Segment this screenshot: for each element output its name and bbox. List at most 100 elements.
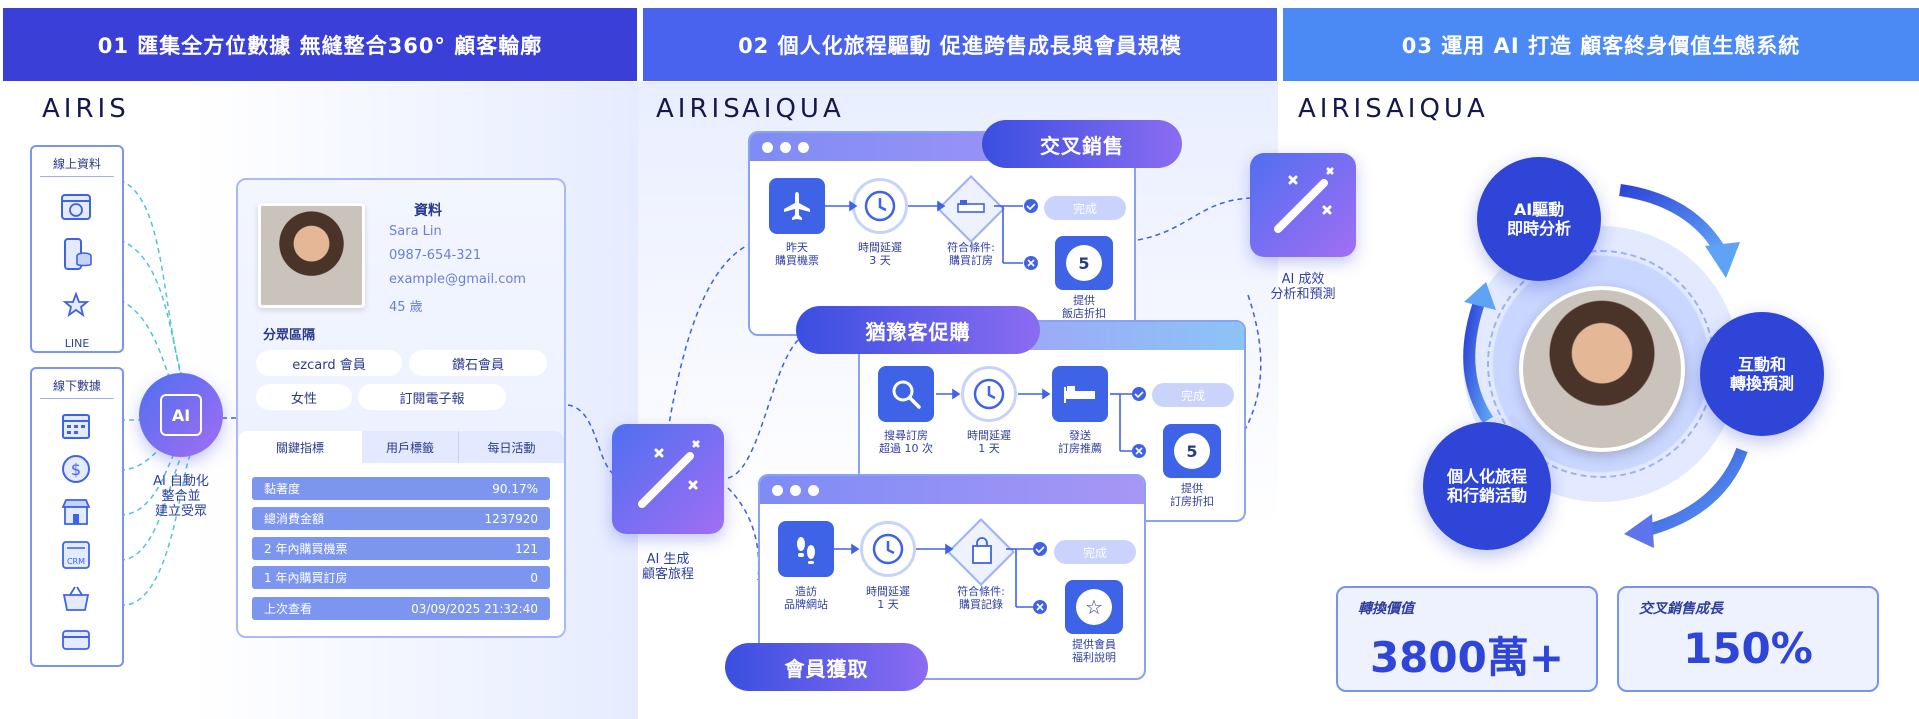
flow3-step1-label: 造訪 品牌網站 [784,585,828,611]
metric-key: 上次查看 [264,602,313,616]
line-sparkle-icon [55,286,97,322]
flow1-done-button[interactable]: 完成 [1044,196,1126,220]
flow3-done-button[interactable]: 完成 [1054,540,1136,564]
metric-row: 黏著度 90.17% [252,477,550,500]
flow1-step2-label: 時間延遲 3 天 [858,241,902,267]
chip-diamond: 鑽石會員 [409,350,547,376]
metric-row: 上次查看 03/09/2025 21:32:40 [252,597,550,620]
clock-icon [860,521,916,577]
airis-logo-2: AIRIS [656,94,744,124]
metric-value: 0 [530,570,538,585]
ai-chip-icon: AI [160,394,202,436]
chip-newsletter: 訂閱電子報 [358,384,506,410]
flow-window-member [758,474,1146,680]
journey-ai-caption: AI 生成 顧客旅程 [641,552,694,582]
predict-ai-caption: AI 成效 分析和預測 [1270,272,1336,302]
store-icon [55,494,97,530]
stat-title: 轉換價值 [1358,601,1414,617]
cycle-node-personalized: 個人化旅程 和行銷活動 [1423,422,1551,550]
flow2-discount-badge: 5 [1163,424,1221,478]
profile-title: 資料 [414,203,442,219]
chip-ezcard: ezcard 會員 [256,350,402,376]
journey-ai-badge [612,424,724,534]
predict-ai-badge [1250,153,1356,257]
profile-age: 45 歲 [389,300,423,315]
online-data-title: 線上資料 [40,155,114,177]
bed-send-icon [1052,366,1108,422]
metric-value: 90.17% [492,481,538,496]
chip-female: 女性 [256,384,352,410]
profile-email: example@gmail.com [389,272,526,287]
flow1-step3-label: 符合條件: 購買訂房 [947,241,995,267]
profile-phone: 0987-654-321 [389,248,482,263]
metric-key: 黏著度 [264,482,301,496]
stat-cross-sell-growth: 交叉銷售成長 150% [1617,586,1879,692]
airis-logo: AIRIS [42,94,130,124]
metric-key: 總消費金額 [264,512,325,526]
offline-data-title: 線下數據 [40,377,114,399]
metric-value: 1237920 [484,511,538,526]
flow3-step3-label: 符合條件: 購買記錄 [957,585,1005,611]
stat-title: 交叉銷售成長 [1639,601,1723,617]
aiqua-logo-2: AIQUA [742,94,845,124]
metric-value: 121 [515,541,538,556]
cycle-arrows [1463,184,1748,548]
airis-logo-3: AIRIS [1298,94,1386,124]
bed-icon [955,196,987,224]
clock-icon [961,366,1017,422]
metric-row: 1 年內購買訂房 0 [252,566,550,589]
dollar-icon: $ [55,451,97,487]
line-label: LINE [64,337,90,350]
pill-cross-sell: 交叉銷售 [982,120,1182,168]
flow3-offer-label: 提供會員 福利說明 [1072,638,1116,664]
pill-hesitant: 猶豫客促購 [796,306,1040,354]
svg-text:$: $ [71,460,81,479]
percent-icon: 5 [1066,245,1102,281]
crm-label: CRM [67,557,85,566]
ai-chip-caption: AI 自動化 整合並 建立受眾 [153,474,209,519]
flow1-step1-label: 昨天 購買機票 [775,241,819,267]
cycle-node-ai-analysis: AI驅動 即時分析 [1477,157,1601,281]
tab-daily-activity[interactable]: 每日活動 [458,431,564,463]
segment-title: 分眾區隔 [263,328,316,343]
shopping-bag-icon [969,536,995,570]
tabs-bar-bg [362,431,564,463]
search-icon [878,366,934,422]
flow1-discount-badge: 5 [1055,236,1113,290]
magic-wand-icon [1274,167,1334,233]
star-icon: ☆ [1076,589,1112,625]
airplane-icon [769,178,825,234]
crm-icon: CRM [55,537,97,573]
calendar-icon [55,408,97,444]
profile-name: Sara Lin [389,224,442,239]
stat-value: 150% [1683,624,1813,673]
flow3-arrows [834,542,1047,614]
ai-chip-badge: AI [139,373,223,457]
flow1-offer-label: 提供 飯店折扣 [1062,294,1106,320]
flow2-step1-label: 搜尋訂房 超過 10 次 [879,429,933,455]
metric-key: 1 年內購買訂房 [264,571,348,585]
shopping-basket-icon [55,580,97,616]
tab-key-metrics[interactable]: 關鍵指標 [238,431,362,463]
flow2-step3-label: 發送 訂房推薦 [1058,429,1102,455]
center-avatar [1519,286,1685,452]
cycle-node-interaction: 互動和 轉換預測 [1700,312,1824,436]
header-section-1: 01 匯集全方位數據 無縫整合360° 顧客輪廓 [3,8,637,81]
web-icon [55,190,97,226]
percent-icon: 5 [1174,433,1210,469]
footprints-icon [778,521,834,577]
aiqua-logo-3: AIQUA [1386,94,1489,124]
metric-value: 03/09/2025 21:32:40 [411,601,538,616]
flow2-offer-label: 提供 訂房折扣 [1170,482,1214,508]
flow3-member-badge: ☆ [1065,580,1123,634]
flow3-step2-label: 時間延遲 1 天 [866,585,910,611]
pill-member: 會員獲取 [725,643,928,691]
tab-user-tags[interactable]: 用戶標籤 [385,440,434,455]
magic-wand-icon [638,440,700,508]
credit-card-icon [55,622,97,658]
header-section-3: 03 運用 AI 打造 顧客終身價值生態系統 [1283,8,1919,81]
flow2-done-button[interactable]: 完成 [1152,383,1234,407]
flow2-arrows [936,387,1146,458]
